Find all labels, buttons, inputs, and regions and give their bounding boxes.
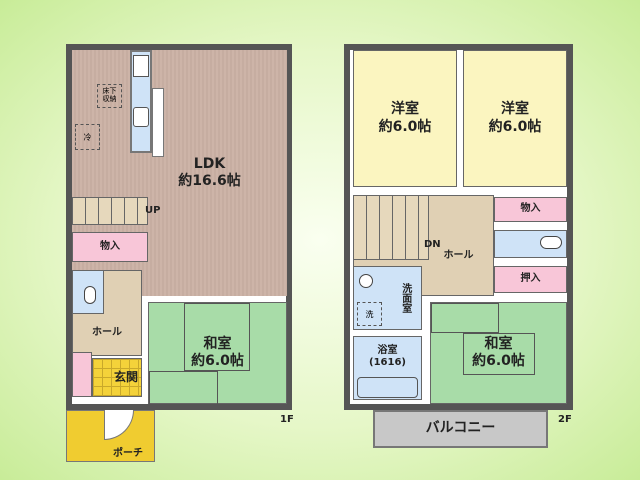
toilet-icon <box>84 286 96 304</box>
washitsu-1f: 和室 約6.0帖 <box>148 302 287 405</box>
entrance: 玄関 <box>92 358 142 397</box>
washitsu-2f: 和室 約6.0帖 <box>430 302 567 404</box>
floor1-label: 1F <box>280 414 294 425</box>
western-room-left-name: 洋室 <box>391 101 419 117</box>
bathtub-icon <box>357 377 418 398</box>
bathroom: 浴室 (1616) <box>353 336 422 400</box>
western-room-left-size: 約6.0帖 <box>378 118 432 135</box>
stairs-dn-label: DN <box>424 239 441 250</box>
sink-icon <box>359 274 373 288</box>
shoe-storage <box>72 352 92 397</box>
closet-2f: 押入 <box>494 266 567 293</box>
western-room-left: 洋室 約6.0帖 <box>353 50 457 187</box>
stove-icon <box>133 55 149 77</box>
toilet-2f <box>494 230 567 258</box>
washitsu-2f-size: 約6.0帖 <box>472 353 525 369</box>
toilet-icon <box>540 236 562 249</box>
stairs-1f[interactable] <box>72 197 148 225</box>
closet-2f-label: 押入 <box>520 273 541 285</box>
balcony: バルコニー <box>373 410 548 448</box>
washer-space: 洗 <box>357 302 382 326</box>
stairs-up-label: UP <box>145 205 161 216</box>
sink-icon <box>133 107 149 127</box>
floor2-label: 2F <box>558 414 572 425</box>
counter-side <box>152 88 164 157</box>
washroom-label: 洗面室 <box>399 283 411 313</box>
storage-1f-label: 物入 <box>100 240 120 252</box>
ldk-size: 約16.6帖 <box>178 173 241 189</box>
hall-1f-label: ホール <box>92 326 122 338</box>
stairs-2f[interactable] <box>353 195 429 260</box>
hall-2f-label: ホール <box>443 250 474 262</box>
western-room-right-size: 約6.0帖 <box>488 118 542 135</box>
storage-1f: 物入 <box>72 232 148 262</box>
ldk-name: LDK <box>193 155 226 172</box>
bathroom-size: (1616) <box>369 357 406 368</box>
porch-label: ポーチ <box>113 448 143 459</box>
storage-2f: 物入 <box>494 197 567 222</box>
washitsu-1f-size: 約6.0帖 <box>191 353 244 369</box>
fridge-icon: 冷 <box>75 124 100 150</box>
entrance-label: 玄関 <box>113 370 138 384</box>
washitsu-2f-name: 和室 <box>484 335 513 352</box>
balcony-label: バルコニー <box>425 420 496 437</box>
western-room-right: 洋室 約6.0帖 <box>463 50 567 187</box>
underfloor-storage: 床下 収納 <box>97 84 122 108</box>
western-room-right-name: 洋室 <box>501 101 529 117</box>
storage-2f-label: 物入 <box>520 203 541 215</box>
washitsu-1f-name: 和室 <box>203 335 232 352</box>
bathroom-name: 浴室 <box>377 344 398 356</box>
